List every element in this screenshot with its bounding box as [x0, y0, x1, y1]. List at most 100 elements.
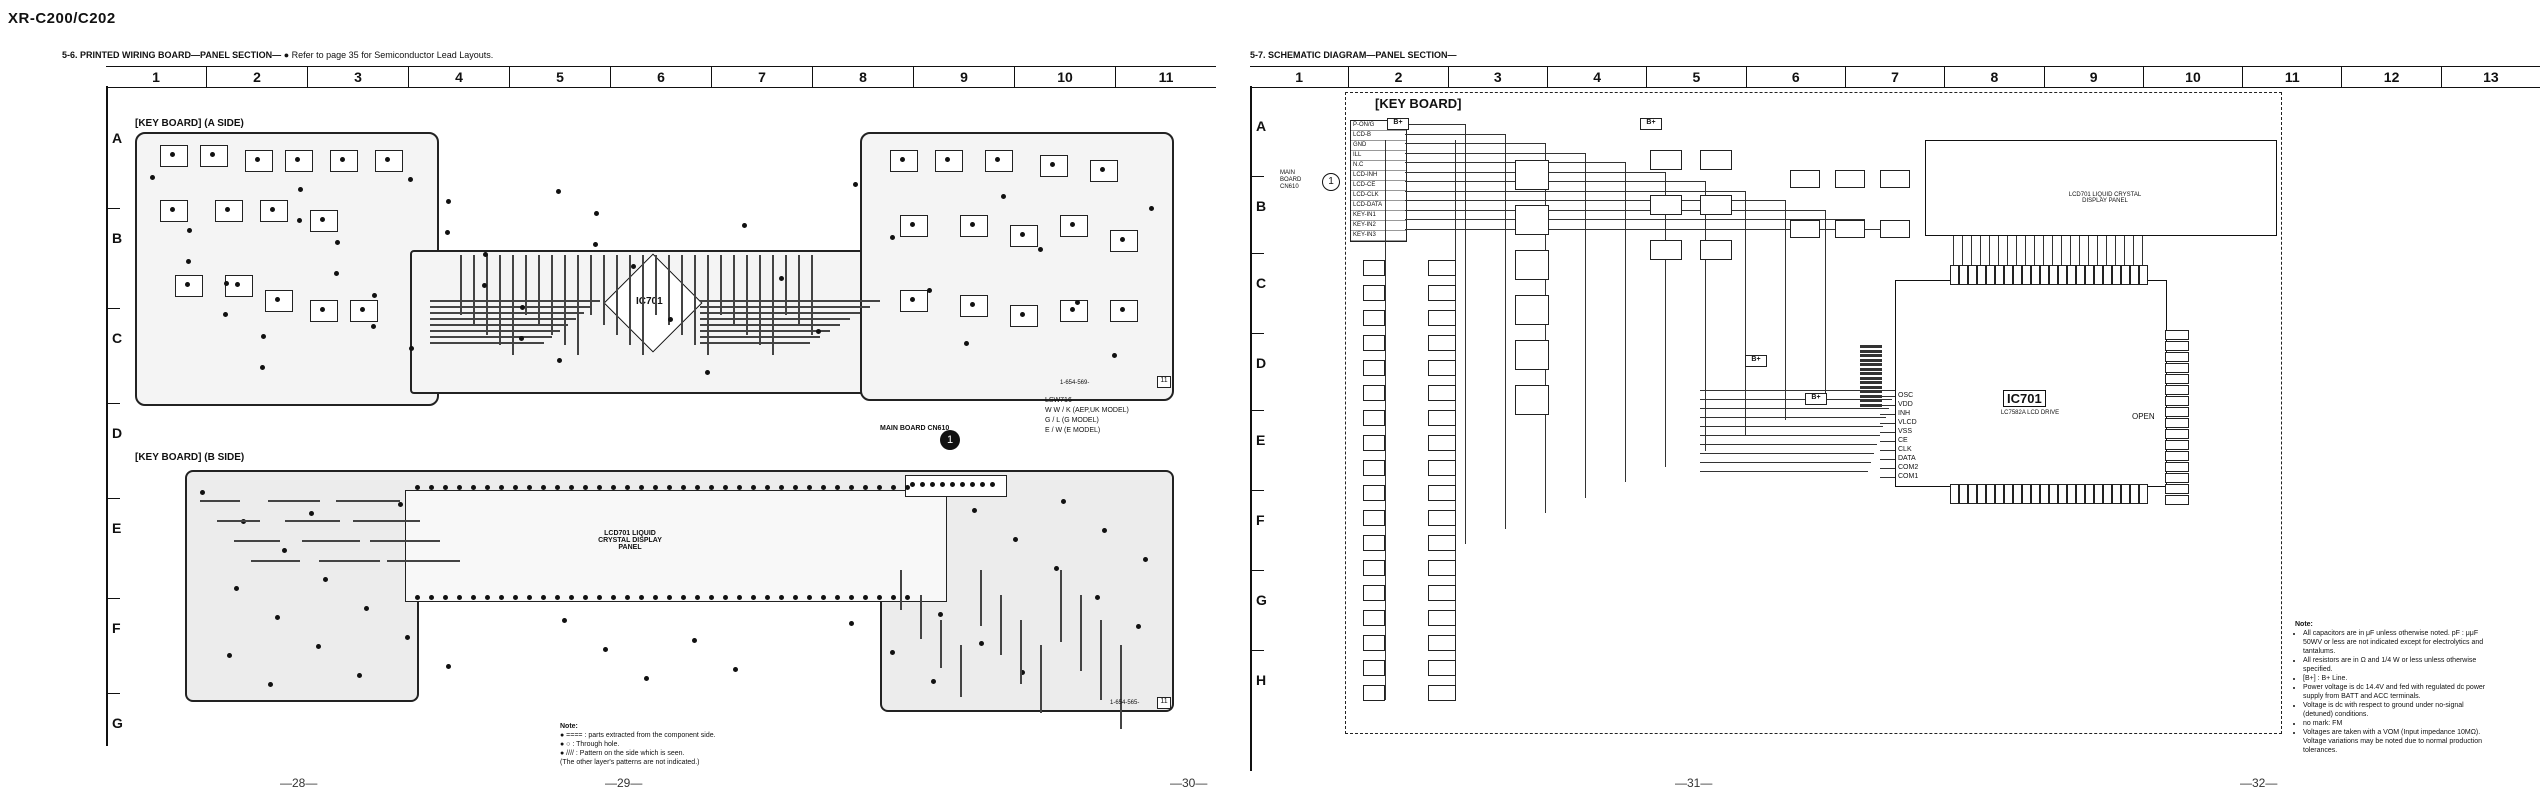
schematic-col-7: 7 — [1844, 67, 1944, 87]
pcb-trace — [707, 255, 709, 355]
via-hole — [927, 288, 932, 293]
lcd-pin-top — [877, 485, 882, 490]
pcb-trace — [629, 255, 631, 345]
via-hole — [482, 283, 487, 288]
lcd-pin-bottom — [877, 595, 882, 600]
pwb-row-divider — [106, 308, 120, 309]
pwb-col-3: 3 — [307, 67, 408, 87]
connector-pin-label: KEY-IN1 — [1351, 211, 1406, 221]
pwb-row-E: E — [112, 520, 122, 536]
ic701-right-pin — [2165, 341, 2189, 351]
schematic-wire — [1405, 181, 1705, 182]
schematic-switch-left — [1363, 410, 1385, 426]
ic-pin-line — [2052, 234, 2053, 265]
ic701-top-pin — [2049, 265, 2058, 285]
ic701-top-pin — [1986, 265, 1995, 285]
solder-pad — [270, 207, 275, 212]
schematic-switch-right — [1428, 660, 1456, 676]
lcd-pin-bottom — [891, 595, 896, 600]
ic701-right-pin — [2165, 363, 2189, 373]
bplus-tag-4: B+ — [1387, 118, 1409, 130]
schematic-switch-left — [1363, 385, 1385, 401]
via-hole — [979, 641, 984, 646]
ic701-bottom-pin — [2094, 484, 2103, 504]
pwb-notes: Note: ● ==== : parts extracted from the … — [560, 722, 780, 767]
solder-pad — [1100, 167, 1105, 172]
schematic-wire — [1405, 219, 1865, 220]
schematic-switch-left — [1363, 285, 1385, 301]
lcd-pin-bottom — [555, 595, 560, 600]
ic701-top-pin — [2058, 265, 2067, 285]
solder-pad — [970, 222, 975, 227]
pcb-trace — [655, 255, 657, 315]
pcb-trace — [336, 500, 400, 502]
lcd-pin-top — [639, 485, 644, 490]
lcd-pin-top — [765, 485, 770, 490]
solder-pad — [295, 157, 300, 162]
lcd-pin-bottom — [653, 595, 658, 600]
schematic-wire — [1405, 152, 1585, 154]
pcb-trace — [430, 312, 584, 314]
lcd-pin-bottom — [695, 595, 700, 600]
schematic-wire — [1585, 152, 1586, 498]
lcd-pin-top — [429, 485, 434, 490]
lcd-pin-bottom — [723, 595, 728, 600]
ic701-top-pin — [2139, 265, 2148, 285]
via-hole — [562, 618, 567, 623]
pcb-trace — [430, 306, 592, 308]
via-hole — [603, 647, 608, 652]
lcd-pin-bottom — [779, 595, 784, 600]
ic701-top-pin — [2112, 265, 2121, 285]
via-hole — [1143, 557, 1148, 562]
ic-pin-line — [2079, 234, 2080, 265]
ic701-pin-label: CE — [1898, 437, 1908, 444]
schematic-note-3: [B+] : B+ Line. — [2303, 674, 2495, 683]
via-hole — [282, 548, 287, 553]
pcb-trace — [430, 324, 568, 326]
pcb-trace — [798, 255, 800, 325]
via-hole — [853, 182, 858, 187]
ic701-left-seg — [1860, 367, 1882, 371]
lcd-pin-top — [499, 485, 504, 490]
pcb-trace — [430, 342, 544, 344]
ic701-pin-label: VLCD — [1898, 419, 1917, 426]
schematic-switch-mid — [1515, 295, 1549, 325]
connector-pin — [930, 482, 935, 487]
pcb-trace — [268, 500, 320, 502]
schematic-col-4: 4 — [1546, 67, 1646, 87]
schematic-switch-top — [1790, 220, 1820, 238]
schematic-col-8: 8 — [1944, 67, 2043, 87]
via-hole — [371, 324, 376, 329]
schematic-notes-title: Note: — [2295, 621, 2313, 628]
ic701-left-seg — [1860, 354, 1882, 357]
schematic-row-H: H — [1256, 672, 1267, 688]
board-a-number: 11 — [1157, 376, 1171, 388]
ic-pin-line — [2115, 234, 2116, 265]
pcb-trace — [1060, 570, 1062, 642]
pwb-col-2: 2 — [206, 67, 307, 87]
pcb-trace — [785, 255, 787, 315]
solder-pad — [1120, 237, 1125, 242]
schematic-wire — [1405, 209, 1825, 211]
via-hole — [309, 511, 314, 516]
ic701-left-seg — [1860, 381, 1882, 384]
connector-pin-label: LCD-CLK — [1351, 191, 1406, 201]
via-hole — [483, 252, 488, 257]
board-a-left-section — [135, 132, 439, 406]
schematic-switch-top — [1835, 170, 1865, 188]
schematic-col-5: 5 — [1646, 67, 1745, 87]
via-hole — [372, 293, 377, 298]
ic701-schematic-label: IC701 — [2003, 390, 2046, 407]
ic701-pin-label: VSS — [1898, 428, 1913, 435]
lcd-pin-top — [849, 485, 854, 490]
ic-pin-line — [1880, 459, 1895, 460]
lcd-pin-bottom — [793, 595, 798, 600]
ic701-pin-label: COM2 — [1898, 464, 1919, 471]
ic701-left-seg — [1860, 376, 1882, 380]
board-b-number: 11 — [1157, 697, 1171, 709]
ic-pin-line — [2034, 234, 2035, 265]
schematic-switch-left — [1363, 435, 1385, 451]
ic701-bottom-pin — [2130, 484, 2139, 504]
pcb-trace — [387, 560, 460, 562]
schematic-col-13: 13 — [2440, 67, 2540, 87]
